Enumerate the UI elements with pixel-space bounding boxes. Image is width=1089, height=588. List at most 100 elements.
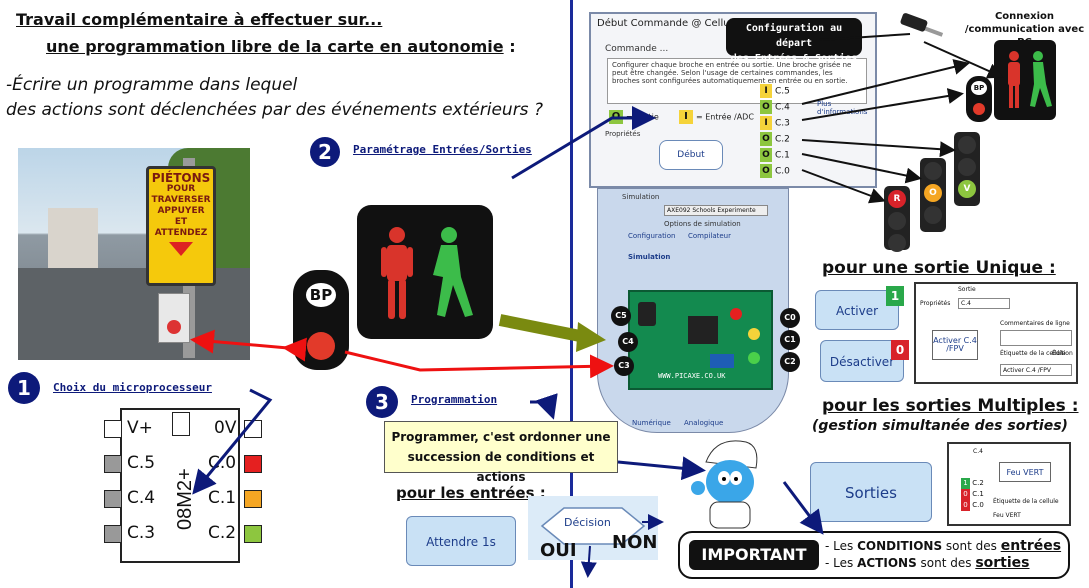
tab-configuration[interactable]: Configuration xyxy=(628,232,676,240)
arrow-bp-c3 xyxy=(344,350,614,379)
multi-panel-row: 0 C.1 xyxy=(961,489,984,500)
chip-pin-c5 xyxy=(104,455,122,473)
tab-analogique[interactable]: Analogique xyxy=(684,419,724,427)
step1-label: Choix du microprocesseur xyxy=(53,381,212,394)
small-bp-label: BP xyxy=(971,81,987,95)
legend-sortie: O= Sortie xyxy=(609,110,659,124)
pin-mode: O xyxy=(760,100,772,114)
street-photo: PIÉTONS POUR TRAVERSER APPUYER ET ATTEND… xyxy=(18,148,250,360)
bp-push-button[interactable]: BP xyxy=(293,270,349,370)
programmer-note: Programmer, c'est ordonner une successio… xyxy=(384,421,618,484)
activer-block[interactable]: Activer xyxy=(815,290,899,330)
oui-label: OUI xyxy=(540,540,577,561)
sim-options[interactable]: Options de simulation xyxy=(664,220,741,228)
sign-line6: ATTENDEZ xyxy=(154,228,208,238)
flow-debut[interactable]: Début xyxy=(659,140,723,170)
important-l2-key: ACTIONS xyxy=(857,556,917,570)
small-bp-red-icon xyxy=(973,103,985,115)
important-l2-mid: sont des xyxy=(916,556,976,570)
photo-push-box xyxy=(158,293,190,343)
legend-entree: I= Entrée /ADC xyxy=(679,110,754,124)
pin-name: C.4 xyxy=(775,102,790,113)
sign-arrow-icon xyxy=(169,242,193,256)
multi-panel-pins: 1 C.2 0 C.1 0 C.0 xyxy=(961,478,984,511)
desactiver-badge: 0 xyxy=(891,340,909,360)
config-tag-line2: des Entrées & Sorties xyxy=(730,53,858,64)
chip-pin-c3 xyxy=(104,525,122,543)
pin-name: C.3 xyxy=(775,118,790,129)
decision-bg: Décision xyxy=(528,496,658,560)
chip-pin-0v xyxy=(244,420,262,438)
multi-row-key: 0 xyxy=(961,500,970,511)
window-titlebar: Début Commande @ Cellule 7, 2 xyxy=(591,14,875,36)
panel-flow-block[interactable]: Activer C.4 /FPV xyxy=(932,330,978,360)
sim-select[interactable]: AXE092 Schools Experimente xyxy=(664,205,768,216)
board-pin-c5: C5 xyxy=(611,306,631,326)
board-pin-c2: C2 xyxy=(780,352,800,372)
sim-panel-title: Simulation xyxy=(628,253,671,261)
important-l2-pre: - Les xyxy=(825,556,858,570)
pedestrian-figures-icon xyxy=(381,227,473,319)
multi-row-pin: C.1 xyxy=(972,490,984,498)
panel-pin-select[interactable]: C.4 xyxy=(958,298,1010,309)
chip-pin-c4 xyxy=(104,490,122,508)
sortie-unique-heading-suffix: : xyxy=(1043,258,1056,278)
multi-row-pin: C.2 xyxy=(972,479,984,487)
pin-mode: I xyxy=(760,116,772,130)
multi-panel-flow[interactable]: Feu VERT xyxy=(999,462,1051,482)
legend-i-key: I xyxy=(679,110,693,124)
properties-label: Propriétés xyxy=(605,130,641,138)
panel-etiq-input[interactable]: Activer C.4 /FPV xyxy=(1000,364,1072,376)
traffic-light-green: V xyxy=(954,132,980,206)
board-pin-c4: C4 xyxy=(618,332,638,352)
step3-badge: 3 xyxy=(366,386,398,418)
tab-numerique[interactable]: Numérique xyxy=(632,419,671,427)
chip-pin-c1 xyxy=(244,490,262,508)
chip-pin-c0 xyxy=(244,455,262,473)
more-info-link[interactable]: Plus d'informations xyxy=(817,100,868,116)
pin-mode: O xyxy=(760,164,772,178)
multi-panel-row: 1 C.2 xyxy=(961,478,984,489)
sim-label: Simulation xyxy=(622,193,660,201)
panel-comment-input[interactable] xyxy=(1000,330,1072,346)
sign-line1: PIÉTONS xyxy=(151,171,211,185)
note-line2: succession de conditions et actions xyxy=(407,450,595,484)
panel-edition-label: Édition xyxy=(1052,350,1073,357)
small-pedestrian-light xyxy=(994,40,1056,120)
decision-label[interactable]: Décision xyxy=(564,516,611,529)
important-lines: - Les CONDITIONS sont des entrées - Les … xyxy=(825,538,1061,572)
arrow-step3 xyxy=(530,393,558,420)
step2-badge: 2 xyxy=(310,137,340,167)
config-tag: Configuration au départ des Entrées & So… xyxy=(726,18,862,64)
commande-label: Commande ... xyxy=(605,44,669,54)
pin-name: C.0 xyxy=(775,166,790,177)
tab-compilateur[interactable]: Compilateur xyxy=(688,232,731,240)
pedestrian-sign: PIÉTONS POUR TRAVERSER APPUYER ET ATTEND… xyxy=(146,166,216,286)
intro-line1: -Écrire un programme dans lequel xyxy=(6,75,298,95)
step3-label: Programmation xyxy=(411,393,498,406)
multi-panel-c4: C.4 xyxy=(973,448,983,455)
chip-pin-label-vplus: V+ xyxy=(127,418,153,438)
multi-row-key: 1 xyxy=(961,478,970,489)
chip-name: 08M2+ xyxy=(174,468,196,530)
traffic-lamp-r: R xyxy=(888,190,906,208)
connexion-line1: Connexion xyxy=(994,11,1055,22)
important-l1-key: CONDITIONS xyxy=(857,539,943,553)
multi-row-pin: C.0 xyxy=(972,501,984,509)
attendre-block[interactable]: Attendre 1s xyxy=(406,516,516,566)
board-jack-icon xyxy=(638,302,656,326)
sorties-block[interactable]: Sorties xyxy=(810,462,932,522)
picaxe-board: WWW.PICAXE.CO.UK xyxy=(628,290,773,390)
chip-notch xyxy=(172,412,190,436)
bp-red-button-icon xyxy=(307,332,335,360)
desactiver-block[interactable]: Désactiver xyxy=(820,340,904,382)
sign-line2: POUR xyxy=(166,184,196,194)
non-label: NON xyxy=(612,532,658,553)
photo-push-button-icon xyxy=(167,320,181,334)
